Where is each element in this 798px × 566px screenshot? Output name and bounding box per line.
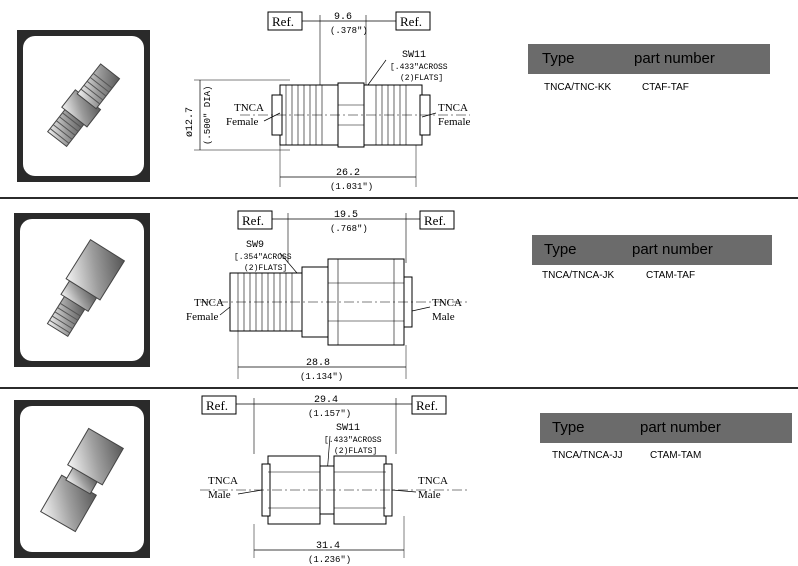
right-connector-gender: Male (432, 311, 455, 323)
left-connector-gender: Female (186, 311, 218, 323)
left-connector-label: TNCA (234, 102, 264, 114)
type-row: TNCA/TNC-KK CTAF-TAF (528, 80, 770, 96)
type-header: Type part number (532, 235, 772, 265)
part-number-column-header: part number (634, 50, 715, 67)
ref-label: Ref. (424, 213, 446, 228)
wrench-note-line1: [.433"ACROSS (390, 63, 448, 72)
bottom-dimension-mm: 26.2 (336, 168, 360, 179)
ref-label: Ref. (206, 398, 228, 413)
dimension-drawing: Ref. Ref. 9.6 (.378") SW11 [.433"ACROSS … (185, 11, 470, 192)
top-dimension-mm: 29.4 (314, 395, 338, 406)
right-connector-label: TNCA (432, 297, 462, 309)
type-header: Type part number (540, 413, 792, 443)
ref-label: Ref. (416, 398, 438, 413)
bottom-dimension-in: (1.134") (300, 372, 343, 382)
wrench-note-line1: [.433"ACROSS (324, 436, 382, 445)
wrench-size: SW11 (336, 423, 360, 434)
left-connector-label: TNCA (208, 475, 238, 487)
wrench-size: SW9 (246, 240, 264, 251)
dimension-drawing: Ref. Ref. 19.5 (.768") SW9 [.354"ACROSS … (186, 210, 470, 382)
row-divider-2 (0, 387, 798, 389)
product-photo (20, 406, 144, 552)
type-value: TNCA/TNCA-JJ (552, 450, 623, 461)
ref-label: Ref. (400, 14, 422, 29)
ref-label: Ref. (242, 213, 264, 228)
left-connector-gender: Female (226, 116, 258, 128)
bottom-dimension-mm: 28.8 (306, 358, 330, 369)
top-dimension-mm: 9.6 (334, 12, 352, 23)
product-photo-frame (17, 30, 150, 182)
diameter-in: (.500" DIA) (203, 86, 213, 145)
wrench-note-line2: (2)FLATS] (334, 447, 377, 456)
wrench-size: SW11 (402, 50, 426, 61)
top-dimension-in: (.768") (330, 224, 368, 234)
diameter-mm: ø12.7 (185, 107, 196, 137)
bottom-dimension-mm: 31.4 (316, 541, 340, 552)
bottom-dimension-in: (1.031") (330, 182, 373, 192)
type-column-header: Type (544, 241, 577, 258)
right-connector-gender: Male (418, 489, 441, 501)
row-divider-1 (0, 197, 798, 199)
type-value: TNCA/TNC-KK (544, 82, 612, 93)
dimension-drawing: Ref. Ref. 29.4 (1.157") SW11 [.433"ACROS… (200, 395, 470, 564)
type-value: TNCA/TNCA-JK (542, 270, 615, 281)
type-column-header: Type (552, 419, 585, 436)
bottom-dimension-in: (1.236") (308, 555, 351, 564)
type-header: Type part number (528, 44, 770, 74)
part-number-column-header: part number (632, 241, 713, 258)
product-photo-frame (14, 213, 150, 367)
part-number-column-header: part number (640, 419, 721, 436)
right-connector-label: TNCA (418, 475, 448, 487)
product-photo (23, 36, 144, 176)
type-row: TNCA/TNCA-JK CTAM-TAF (532, 268, 772, 284)
top-dimension-in: (.378") (330, 26, 368, 36)
wrench-note-line2: (2)FLATS] (400, 74, 443, 83)
left-connector-gender: Male (208, 489, 231, 501)
type-column-header: Type (542, 50, 575, 67)
ref-label: Ref. (272, 14, 294, 29)
top-dimension-in: (1.157") (308, 409, 351, 419)
wrench-note-line1: [.354"ACROSS (234, 253, 292, 262)
part-number-value: CTAM-TAF (646, 270, 696, 281)
part-number-value: CTAM-TAM (650, 450, 702, 461)
product-photo (20, 219, 144, 361)
type-row: TNCA/TNCA-JJ CTAM-TAM (540, 448, 792, 464)
right-connector-label: TNCA (438, 102, 468, 114)
top-dimension-mm: 19.5 (334, 210, 358, 221)
part-number-value: CTAF-TAF (642, 82, 689, 93)
left-connector-label: TNCA (194, 297, 224, 309)
product-photo-frame (14, 400, 150, 558)
wrench-note-line2: (2)FLATS] (244, 264, 287, 273)
right-connector-gender: Female (438, 116, 470, 128)
